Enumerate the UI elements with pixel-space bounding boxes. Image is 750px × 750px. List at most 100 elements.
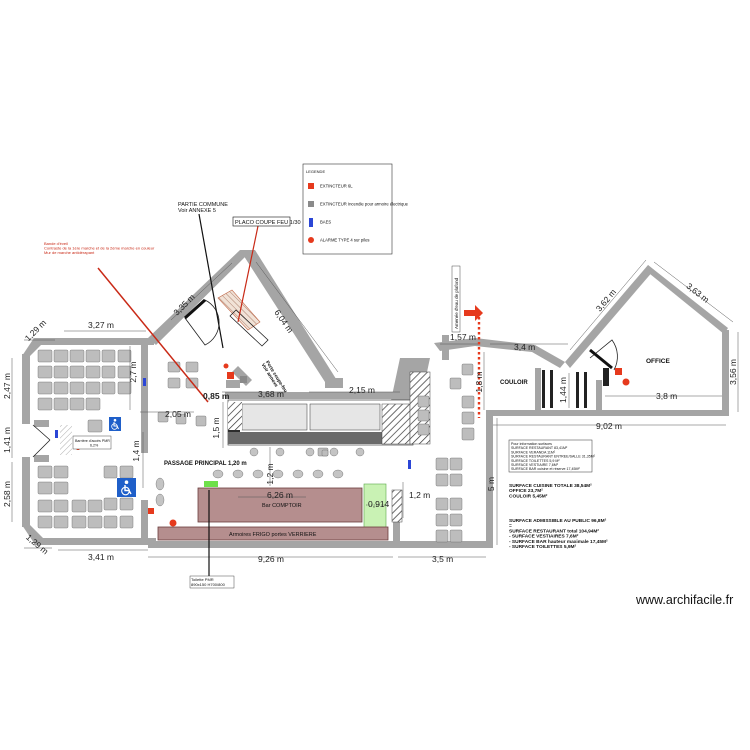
dim-label: 9,26 m bbox=[258, 554, 284, 564]
wall-triangle-left bbox=[148, 250, 247, 345]
wall-office-right bbox=[722, 330, 729, 416]
stool bbox=[312, 469, 324, 479]
wall-right-vertical bbox=[486, 415, 493, 548]
chair bbox=[53, 397, 69, 411]
stool bbox=[272, 469, 284, 479]
table bbox=[69, 349, 85, 363]
chair bbox=[71, 499, 87, 513]
chair bbox=[37, 499, 53, 513]
chair bbox=[53, 515, 69, 529]
dim-label: 3,27 m bbox=[88, 320, 114, 330]
stool bbox=[252, 469, 264, 479]
stool bbox=[155, 493, 165, 507]
extinguisher-square bbox=[227, 372, 234, 379]
alarm-circle bbox=[169, 519, 177, 527]
chair bbox=[435, 473, 449, 487]
dim-label: 1,44 m bbox=[558, 377, 568, 403]
table bbox=[69, 381, 85, 395]
chair bbox=[85, 365, 101, 379]
svg-text:SURFACE ADMISSIBLE AU PUBLIC: SURFACE ADMISSIBLE AU PUBLIC 96,8M²=SURF… bbox=[509, 518, 608, 550]
wall-kitchen-top-mid bbox=[475, 338, 565, 368]
chair bbox=[449, 529, 463, 543]
dim-label: 9,02 m bbox=[596, 421, 622, 431]
chair bbox=[119, 497, 134, 511]
table bbox=[461, 411, 475, 425]
chair bbox=[449, 377, 462, 390]
wall-kitchen-top-left bbox=[434, 338, 475, 351]
callout-line: PARTIE COMMUNE bbox=[178, 202, 228, 208]
chair bbox=[37, 481, 53, 495]
table bbox=[461, 395, 475, 409]
office-label: OFFICE bbox=[646, 358, 670, 365]
wall-left-outer-lower bbox=[22, 457, 30, 527]
chair bbox=[87, 499, 103, 513]
chair bbox=[53, 365, 69, 379]
chair bbox=[85, 381, 101, 395]
wheelchair-icon bbox=[117, 478, 136, 497]
info-line: SURFACE ADMISSIBLE AU PUBLIC 96,8M² bbox=[509, 518, 607, 524]
callout-line: Voir ANNEXE 5 bbox=[178, 208, 216, 214]
info-line: SURFACE CUISINE TOTALE 38,54M² bbox=[509, 483, 592, 489]
info-line: SURFACE RESTAURANT total 104,94M² bbox=[509, 528, 599, 534]
extinguisher-square bbox=[148, 508, 154, 514]
wall-triangle-right bbox=[240, 250, 338, 382]
dim-label: 2,47 m bbox=[2, 373, 12, 399]
dim-label: 2,7 m bbox=[128, 361, 138, 382]
passage-label: PASSAGE PRINCIPAL 1,20 m bbox=[164, 461, 247, 467]
chair bbox=[37, 465, 53, 479]
chair bbox=[117, 381, 132, 395]
chair bbox=[53, 381, 69, 395]
chair bbox=[101, 381, 116, 395]
red-arrow-icon bbox=[464, 305, 483, 321]
dim-label: 3,4 m bbox=[514, 342, 535, 352]
baes-blue bbox=[408, 460, 411, 469]
chair bbox=[167, 361, 181, 373]
door-left-double bbox=[32, 424, 51, 458]
callout-line: Barrière d'accès PMR bbox=[75, 439, 110, 443]
callout-line: 6,2% bbox=[90, 444, 99, 448]
dim-label: 0,914 bbox=[368, 499, 390, 509]
legend-item-label: EXTINCTEUR 6L bbox=[320, 184, 353, 189]
chair bbox=[435, 497, 449, 511]
info-line: SURFACE RESTAURANT 83,41M² bbox=[511, 446, 568, 450]
wheelchair-icon bbox=[109, 417, 121, 431]
info-line: SURFACE TOILETTES 5,9 M² bbox=[511, 459, 560, 463]
stool bbox=[305, 447, 315, 457]
stool bbox=[212, 469, 224, 479]
chair bbox=[37, 365, 53, 379]
chair bbox=[37, 397, 53, 411]
table bbox=[461, 427, 475, 441]
legend-box bbox=[302, 163, 393, 255]
chair bbox=[175, 413, 187, 425]
dim-label: 1,41 m bbox=[2, 427, 12, 453]
chair bbox=[103, 497, 118, 511]
pointer-placo bbox=[237, 225, 259, 323]
chair bbox=[461, 363, 474, 376]
dim-label: 2,05 m bbox=[165, 409, 191, 419]
wall-bottom-main bbox=[148, 541, 398, 548]
alarm-circle bbox=[223, 363, 229, 369]
wall-right-inner bbox=[486, 410, 726, 416]
stool bbox=[329, 447, 339, 457]
dim-label: 1,2 m bbox=[265, 463, 275, 484]
info-line: - SURFACE TOILETTES 5,9M² bbox=[509, 544, 576, 550]
dim-label: 3,5 m bbox=[432, 554, 453, 564]
legend-swatch bbox=[308, 183, 314, 189]
wall-left-top-corner bbox=[22, 338, 48, 356]
dim-label: 1,2 m bbox=[409, 490, 430, 500]
stool bbox=[275, 447, 285, 457]
chair bbox=[435, 457, 449, 471]
chair bbox=[53, 499, 69, 513]
legend-item-label: BAES bbox=[320, 220, 331, 225]
table bbox=[69, 365, 85, 379]
watermark: www.archifacile.fr bbox=[635, 593, 733, 607]
